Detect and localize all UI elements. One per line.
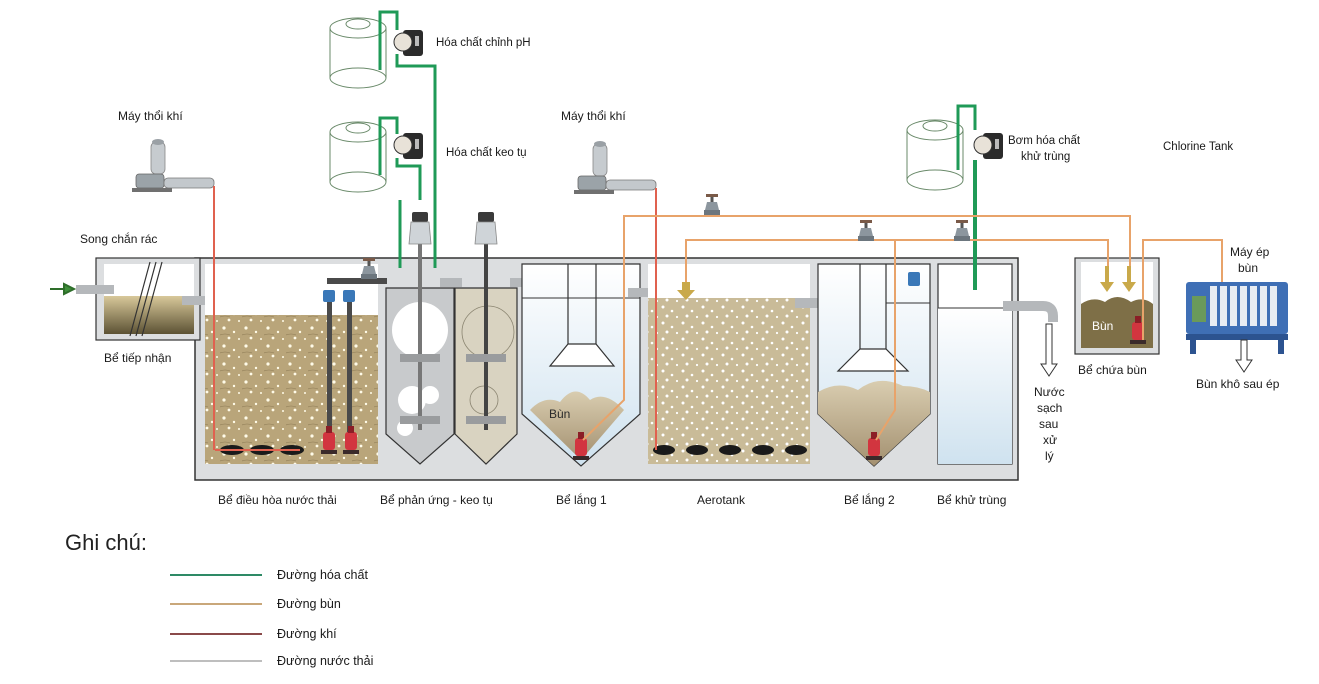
ph-dosing-pump-icon [393,29,424,57]
reaction-tank-label: Bể phản ứng - keo tụ [380,493,493,507]
legend: Ghi chú: Đường hóa chất Đường bùn Đường … [65,530,373,668]
legend-label-sludge: Đường bùn [277,597,341,611]
air-lines [213,186,657,451]
disinfection-label: Bể khử trùng [937,493,1006,507]
outflow-arrow-icon [1040,323,1058,377]
chlorine-tank-label: Chlorine Tank [1163,141,1233,153]
disinfection-tank [937,263,1013,465]
ph-chemical-tank [329,17,387,89]
svg-text:sạch: sạch [1037,401,1062,415]
dry-sludge-label: Bùn khô sau ép [1196,377,1280,391]
receiving-tank-label: Bể tiếp nhận [104,351,171,365]
chem-disinfect-label-1: Bơm hóa chất [1008,135,1081,147]
flow-meter-2-icon [343,290,355,302]
chem-disinfect-label-2: khử trùng [1021,151,1070,163]
sludge-valve-3-icon [954,220,970,241]
aerotank [648,264,810,464]
chemical-lines [378,10,977,290]
settling-tank-2 [817,263,931,467]
transfer-pipe-2 [440,278,462,287]
clean-water-label: Nước sạch sau xử lý [1034,385,1065,463]
sludge-storage-label: Bùn [1092,319,1113,333]
reaction-tank-2 [454,240,518,465]
sludge-storage-tank [1074,257,1160,355]
screen-label: Song chắn rác [80,231,157,246]
coagulant-dosing-pump-icon [393,132,424,160]
sludge-arrow-1-icon [1100,266,1114,292]
sludge-valve-2-icon [858,220,874,241]
svg-text:sau: sau [1039,417,1058,431]
settling-1-label: Bể lắng 1 [556,492,607,507]
blower-2-label: Máy thổi khí [561,109,626,123]
dry-sludge-arrow-icon [1235,339,1253,373]
transfer-pipe-4 [628,288,656,297]
reaction-mixer-2-icon [474,211,498,245]
flow-meter-3-icon [908,272,920,286]
press-label-1: Máy ép [1230,245,1270,259]
reaction-tank-1 [385,240,455,465]
disinfectant-chemical-tank [906,119,964,191]
flow-meter-1-icon [323,290,335,302]
svg-text:xử: xử [1043,433,1057,447]
sludge-storage-tank-label: Bể chứa bùn [1078,363,1147,377]
transfer-pipe-1 [182,296,212,305]
filter-press-icon [1186,282,1288,354]
inflow-arrow-icon [50,282,77,296]
equalization-tank-label: Bể điều hòa nước thải [218,493,337,507]
blower-1-label: Máy thổi khí [118,109,183,123]
receiving-tank [95,257,201,341]
disinfectant-dosing-pump-icon [973,132,1004,160]
svg-text:Nước: Nước [1034,385,1065,399]
reaction-mixer-1-icon [408,211,432,245]
settling-1-sludge-label: Bùn [549,407,570,421]
settling-2-label: Bể lắng 2 [844,492,895,507]
settling-tank-1 [521,263,641,467]
equalization-tank [205,264,387,464]
legend-label-chemical: Đường hóa chất [277,568,368,582]
legend-label-wastewater: Đường nước thải [277,654,373,668]
press-label-2: bùn [1238,261,1258,275]
aerotank-label: Aerotank [697,493,746,507]
legend-title: Ghi chú: [65,530,147,555]
blower-1-icon [131,138,215,193]
sludge-lines [582,215,1223,441]
legend-label-air: Đường khí [277,627,337,641]
blower-2-icon [573,140,657,195]
return-sludge-arrow-icon [677,282,695,300]
coagulant-chemical-tank [329,121,387,193]
sludge-valve-1-icon [704,194,720,215]
svg-text:lý: lý [1045,449,1054,463]
sludge-arrow-2-icon [1122,266,1136,292]
outlet-pipe [1003,301,1058,322]
chem-ph-label: Hóa chất chỉnh pH [436,37,531,49]
chem-coag-label: Hóa chất keo tụ [446,147,527,159]
inlet-pipe [76,285,114,294]
